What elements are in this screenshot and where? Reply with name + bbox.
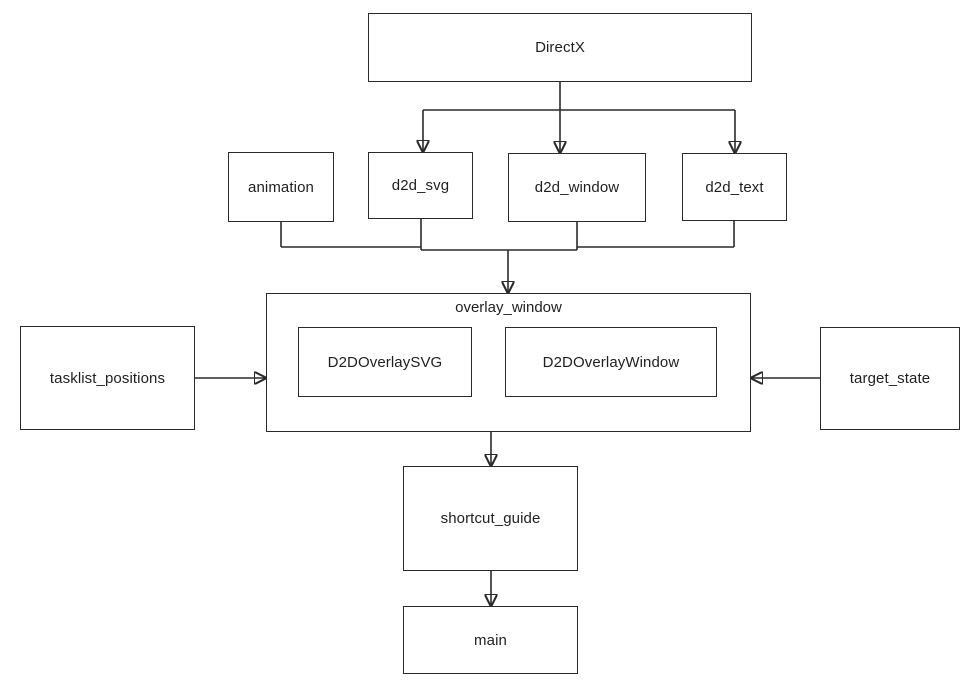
node-animation: animation — [228, 152, 334, 222]
overlay-window-label: overlay_window — [455, 299, 562, 316]
node-shortcut-guide: shortcut_guide — [403, 466, 578, 571]
node-d2d-window: d2d_window — [508, 153, 646, 222]
node-directx: DirectX — [368, 13, 752, 82]
node-tasklist-positions: tasklist_positions — [20, 326, 195, 430]
node-d2d-overlay-svg: D2DOverlaySVG — [298, 327, 472, 397]
node-target-state: target_state — [820, 327, 960, 430]
node-d2d-text: d2d_text — [682, 153, 787, 221]
node-d2d-svg: d2d_svg — [368, 152, 473, 219]
node-main: main — [403, 606, 578, 674]
node-d2d-overlay-window: D2DOverlayWindow — [505, 327, 717, 397]
